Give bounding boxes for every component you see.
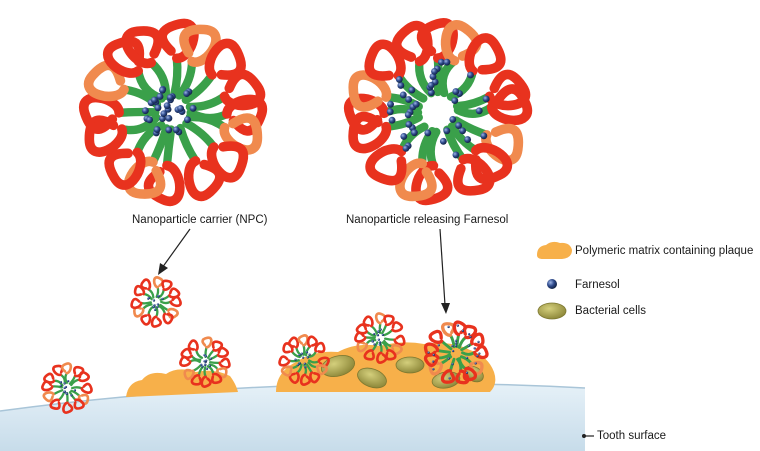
legend-label-bacterial-cells: Bacterial cells (575, 305, 646, 317)
farnesol-icon (547, 279, 557, 289)
nanoparticle-small-1 (130, 276, 182, 328)
plaque-matrix-left (126, 369, 238, 397)
nanoparticle-small-2 (41, 362, 93, 414)
nanoparticle-small-releasing (423, 320, 489, 385)
bacterial-cell-icon (537, 302, 567, 320)
nanoparticle-releasing-large (343, 18, 533, 206)
label-nanoparticle-carrier: Nanoparticle carrier (NPC) (132, 214, 268, 226)
tooth-surface (0, 383, 585, 451)
label-tooth-surface: Tooth surface (597, 430, 667, 442)
nanoparticle-small-4 (278, 334, 330, 386)
nanoparticle-carrier-large (79, 18, 268, 207)
polymeric-matrix-icon (537, 241, 572, 259)
nanoparticle-small-3 (179, 336, 231, 388)
arrow-npc (158, 228, 191, 275)
label-nanoparticle-releasing: Nanoparticle releasing Farnesol (346, 214, 509, 226)
nanoparticle-small-5 (354, 312, 406, 364)
legend-label-farnesol: Farnesol (575, 279, 620, 291)
legend-label-polymeric-matrix: Polymeric matrix containing plaque (575, 245, 754, 257)
arrow-releasing (439, 228, 450, 314)
